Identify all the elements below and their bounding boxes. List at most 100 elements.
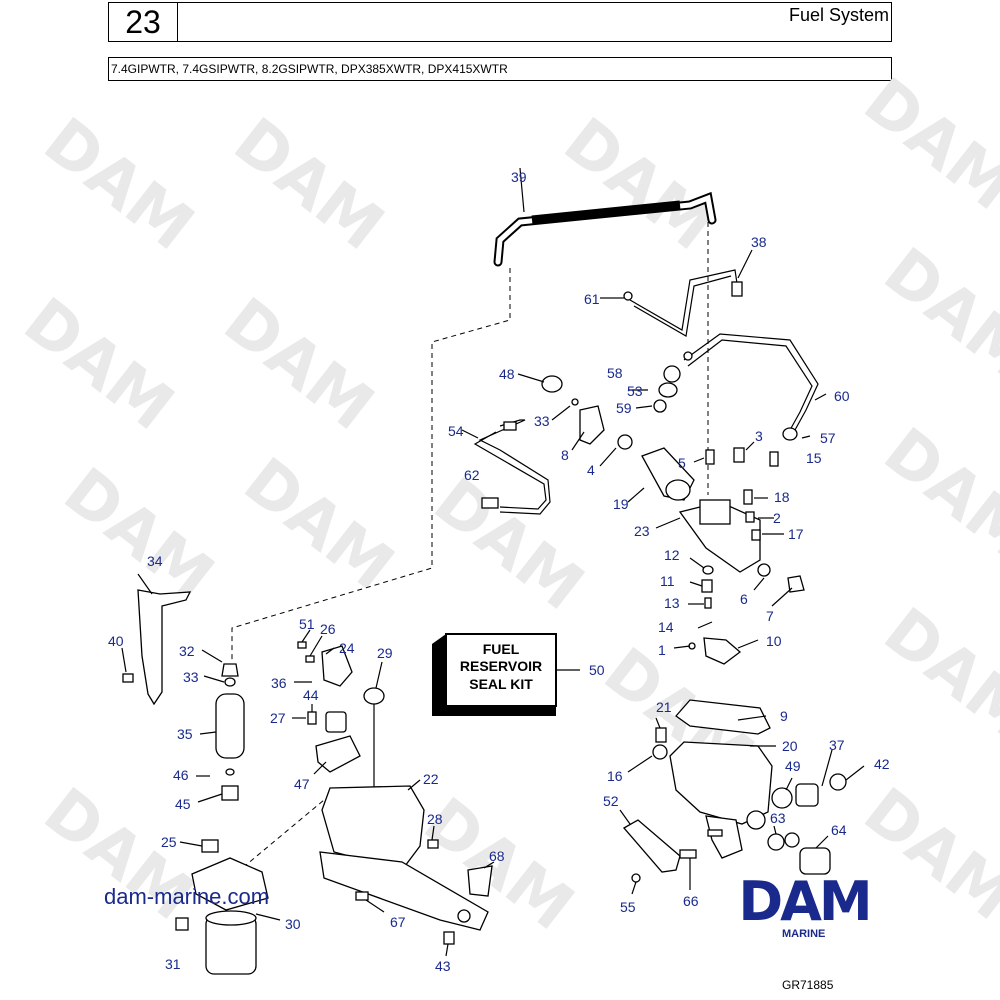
leader-lines xyxy=(121,297,865,957)
callout-43: 43 xyxy=(435,958,451,974)
watermark-text: DAM xyxy=(230,444,407,605)
fuel-filter xyxy=(175,839,269,975)
callout-1: 1 xyxy=(658,642,666,658)
callout-24: 24 xyxy=(339,640,355,656)
bracket-assembly xyxy=(297,641,493,945)
callout-22: 22 xyxy=(423,771,439,787)
callout-67: 67 xyxy=(390,914,406,930)
callout-50: 50 xyxy=(589,662,605,678)
callout-48: 48 xyxy=(499,366,515,382)
fuel-line-route xyxy=(231,268,511,660)
callout-36: 36 xyxy=(271,675,287,691)
callout-34: 34 xyxy=(147,553,163,569)
callout-39: 39 xyxy=(511,169,527,185)
fuel-pump-assembly xyxy=(541,351,805,665)
callout-35: 35 xyxy=(177,726,193,742)
callout-4: 4 xyxy=(587,462,595,478)
callout-33: 33 xyxy=(534,413,550,429)
callout-9: 9 xyxy=(780,708,788,724)
watermark-text: DAM xyxy=(220,104,397,265)
callout-31: 31 xyxy=(165,956,181,972)
callout-2: 2 xyxy=(773,510,781,526)
electric-fuel-pump xyxy=(122,589,245,801)
fuel-line-54 xyxy=(461,419,551,515)
models-bar: 7.4GIPWTR, 7.4GSIPWTR, 8.2GSIPWTR, DPX38… xyxy=(108,57,892,81)
fuel-hose-39 xyxy=(493,167,717,267)
callout-51: 51 xyxy=(299,616,315,632)
fuel-line-60 xyxy=(683,333,827,431)
callout-30: 30 xyxy=(285,916,301,932)
watermark-layer: DAM DAM DAM DAM DAM DAM DAM DAM DAM DAM … xyxy=(10,64,1000,945)
applicable-models: 7.4GIPWTR, 7.4GSIPWTR, 8.2GSIPWTR, DPX38… xyxy=(111,62,508,76)
callout-42: 42 xyxy=(874,756,890,772)
callout-19: 19 xyxy=(613,496,629,512)
header-bar: 23 Fuel System xyxy=(108,2,892,42)
watermark-text: DAM xyxy=(550,104,727,265)
brand-subtitle: MARINE xyxy=(782,928,826,940)
callout-49: 49 xyxy=(785,758,801,774)
callout-64: 64 xyxy=(831,822,847,838)
callout-68: 68 xyxy=(489,848,505,864)
kit-label-line1: FUEL xyxy=(483,641,520,657)
brand-wordmark: DAM xyxy=(738,876,869,924)
callout-21: 21 xyxy=(656,699,672,715)
callout-18: 18 xyxy=(774,489,790,505)
watermark-text: DAM xyxy=(850,64,1000,225)
callout-55: 55 xyxy=(620,899,636,915)
callout-66: 66 xyxy=(683,893,699,909)
callout-44: 44 xyxy=(303,687,319,703)
fuel-reservoir-assembly xyxy=(622,699,847,883)
watermark-text: DAM xyxy=(870,594,1000,755)
dam-logo: DAM xyxy=(712,876,896,924)
callout-61: 61 xyxy=(584,291,600,307)
callout-5: 5 xyxy=(678,455,686,471)
callout-62: 62 xyxy=(464,467,480,483)
watermark-text: DAM xyxy=(410,784,587,945)
callout-33: 33 xyxy=(183,669,199,685)
reservoir-route xyxy=(239,794,331,871)
website-link[interactable]: dam-marine.com xyxy=(104,884,270,909)
callout-58: 58 xyxy=(607,365,623,381)
callout-20: 20 xyxy=(782,738,798,754)
section-number: 23 xyxy=(109,3,178,41)
callout-63: 63 xyxy=(770,810,786,826)
seal-kit-box: FUEL RESERVOIR SEAL KIT xyxy=(432,633,580,716)
callout-labels: 39 38 61 48 58 53 59 60 33 54 3 57 8 4 5… xyxy=(108,169,890,974)
callout-13: 13 xyxy=(664,595,680,611)
callout-46: 46 xyxy=(173,767,189,783)
callout-54: 54 xyxy=(448,423,464,439)
callout-47: 47 xyxy=(294,776,310,792)
kit-label-line3: SEAL KIT xyxy=(469,676,533,692)
callout-7: 7 xyxy=(766,608,774,624)
callout-16: 16 xyxy=(607,768,623,784)
callout-23: 23 xyxy=(634,523,650,539)
callout-6: 6 xyxy=(740,591,748,607)
watermark-text: DAM xyxy=(30,104,207,265)
fuel-line-38-61 xyxy=(612,249,753,337)
watermark-text: DAM xyxy=(10,284,187,445)
callout-15: 15 xyxy=(806,450,822,466)
kit-label-line2: RESERVOIR xyxy=(460,658,542,674)
callout-27: 27 xyxy=(270,710,286,726)
callout-60: 60 xyxy=(834,388,850,404)
section-title: Fuel System xyxy=(788,5,889,25)
callout-14: 14 xyxy=(658,619,674,635)
callout-40: 40 xyxy=(108,633,124,649)
callout-17: 17 xyxy=(788,526,804,542)
callout-53: 53 xyxy=(627,383,643,399)
watermark-text: DAM xyxy=(420,464,597,625)
callout-57: 57 xyxy=(820,430,836,446)
watermark-text: DAM xyxy=(210,284,387,445)
watermark-text: DAM xyxy=(870,234,1000,395)
callout-37: 37 xyxy=(829,737,845,753)
callout-11: 11 xyxy=(660,573,675,589)
callout-32: 32 xyxy=(179,643,195,659)
watermark-text: DAM xyxy=(870,414,1000,575)
callout-38: 38 xyxy=(751,234,767,250)
callout-59: 59 xyxy=(616,400,632,416)
callout-3: 3 xyxy=(755,428,763,444)
callout-45: 45 xyxy=(175,796,191,812)
callout-10: 10 xyxy=(766,633,782,649)
callout-8: 8 xyxy=(561,447,569,463)
